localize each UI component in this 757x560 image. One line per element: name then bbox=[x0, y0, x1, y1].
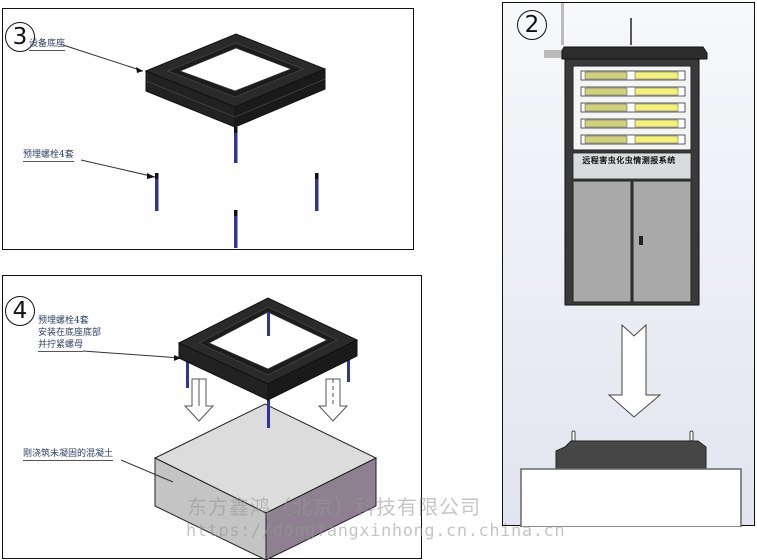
lamp-right bbox=[634, 87, 679, 96]
lamp-row bbox=[580, 102, 686, 113]
big-down-arrow bbox=[607, 323, 662, 418]
artifact-bar bbox=[544, 50, 564, 58]
lamp-rows bbox=[580, 70, 686, 145]
title-plate bbox=[572, 152, 692, 180]
step4-drawing bbox=[82, 297, 378, 560]
step3-panel: 3 设备底座 预埋螺栓4套 bbox=[2, 8, 414, 250]
bolt-front bbox=[234, 127, 238, 163]
bolt-left bbox=[155, 173, 159, 211]
label-bolts-install-line2: 安装在底座底部 bbox=[38, 328, 102, 338]
lamp-row bbox=[580, 118, 686, 129]
lamp-left bbox=[584, 87, 628, 96]
leader-line-concrete bbox=[120, 459, 174, 483]
bolt-right bbox=[315, 173, 319, 211]
left-door bbox=[572, 180, 632, 303]
bolt-front bbox=[267, 398, 270, 428]
equipment-base-frame bbox=[177, 297, 359, 401]
down-arrow-left bbox=[183, 378, 215, 422]
lamp-right bbox=[634, 119, 679, 128]
step2-panel: 2 bbox=[502, 2, 755, 527]
leader-line-bolts bbox=[80, 159, 156, 178]
leader-line-base bbox=[62, 44, 144, 72]
door-handle-icon bbox=[639, 236, 643, 245]
lamp-right bbox=[634, 71, 679, 80]
lamp-left bbox=[584, 135, 628, 144]
step4-panel: 4 预埋螺栓4套 安装在底座底部 并拧紧螺母 刚浇筑未凝固的混凝土 bbox=[2, 275, 422, 560]
lamp-left bbox=[584, 71, 628, 80]
lamp-row bbox=[580, 134, 686, 145]
lamp-right bbox=[634, 103, 679, 112]
lamp-left bbox=[584, 119, 628, 128]
base-on-foundation bbox=[520, 430, 742, 527]
lamp-right bbox=[634, 135, 679, 144]
cabinet-roof bbox=[561, 46, 708, 60]
concrete-foundation bbox=[520, 468, 742, 527]
step2-drawing bbox=[520, 3, 742, 527]
insect-monitoring-cabinet bbox=[564, 58, 700, 306]
label-embedded-bolts: 预埋螺栓4套 bbox=[23, 150, 74, 162]
lamp-left bbox=[584, 103, 628, 112]
lamp-row bbox=[580, 70, 686, 81]
bolt-left bbox=[186, 362, 189, 388]
leader-line-bolts-install bbox=[82, 350, 182, 359]
label-equipment-base: 设备底座 bbox=[29, 39, 66, 51]
lamp-row bbox=[580, 86, 686, 97]
label-bolts-install-line3: 并拧紧螺母 bbox=[38, 340, 84, 352]
leader-arrowhead bbox=[174, 355, 181, 361]
leader-arrowhead bbox=[147, 173, 155, 179]
step3-drawing bbox=[62, 33, 327, 248]
bolt-right bbox=[347, 356, 350, 382]
step-number-4: 4 bbox=[5, 296, 35, 326]
cabinet-title: 远程害虫化虫情测报系统 bbox=[582, 155, 676, 165]
step-number-3: 3 bbox=[5, 22, 35, 52]
equipment-base bbox=[555, 440, 707, 470]
down-arrow-right bbox=[317, 378, 349, 422]
equipment-base-frame bbox=[144, 33, 327, 128]
label-bolts-install-line1: 预埋螺栓4套 bbox=[38, 316, 89, 326]
concrete-block bbox=[153, 403, 378, 560]
label-fresh-concrete: 刚浇筑未凝固的混凝土 bbox=[23, 449, 114, 461]
leader-arrowhead bbox=[136, 67, 143, 73]
step-number-2: 2 bbox=[517, 10, 547, 40]
bolt-back bbox=[234, 210, 238, 248]
artifact-bar bbox=[561, 3, 564, 45]
